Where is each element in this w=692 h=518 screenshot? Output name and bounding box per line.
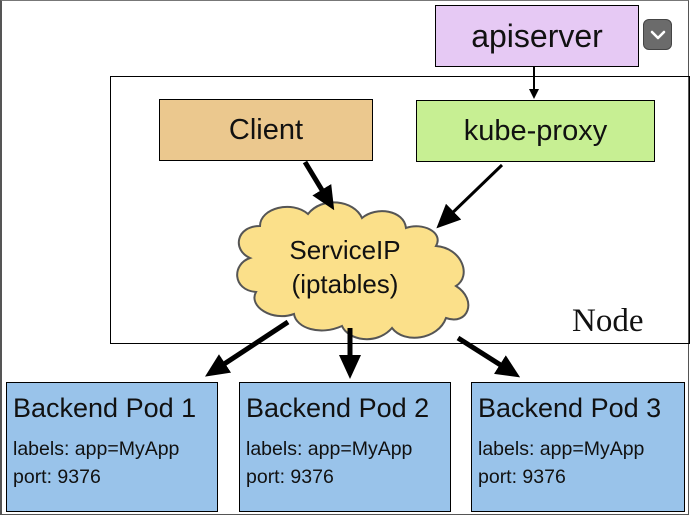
node-boundary xyxy=(110,76,690,344)
edge-serviceip-pod1 xyxy=(204,319,290,377)
dropdown-button[interactable] xyxy=(643,19,672,50)
service-ip-line1: ServiceIP xyxy=(289,235,401,265)
pod-title: Backend Pod 1 xyxy=(13,393,197,423)
backend-pod-3: Backend Pod 3 labels: app=MyApp port: 93… xyxy=(471,382,685,512)
pod-title: Backend Pod 2 xyxy=(246,393,430,423)
pod-port: port: 9376 xyxy=(13,466,101,488)
pod-title: Backend Pod 3 xyxy=(478,393,662,423)
edge-kubeproxy-serviceip xyxy=(436,163,504,229)
kube-proxy-box: kube-proxy xyxy=(416,100,655,162)
pod-labels: labels: app=MyApp xyxy=(478,438,645,460)
chevron-down-icon xyxy=(650,30,665,39)
pod-port: port: 9376 xyxy=(246,466,334,488)
apiserver-box: apiserver xyxy=(435,5,639,67)
backend-pod-1: Backend Pod 1 labels: app=MyApp port: 93… xyxy=(6,382,218,512)
client-box: Client xyxy=(159,99,373,161)
pod-port: port: 9376 xyxy=(478,466,566,488)
service-ip-label: ServiceIP (iptables) xyxy=(265,233,425,301)
backend-pod-2: Backend Pod 2 labels: app=MyApp port: 93… xyxy=(239,382,451,512)
service-ip-cloud xyxy=(236,201,470,341)
pod-labels: labels: app=MyApp xyxy=(246,438,413,460)
edge-serviceip-pod3 xyxy=(456,335,521,378)
kube-proxy-label: kube-proxy xyxy=(463,114,608,147)
edge-client-serviceip xyxy=(302,160,335,211)
service-ip-line2: (iptables) xyxy=(291,269,399,299)
client-label: Client xyxy=(228,113,304,146)
pod-labels: labels: app=MyApp xyxy=(13,438,180,460)
apiserver-label: apiserver xyxy=(471,17,603,54)
node-label: Node xyxy=(572,303,644,339)
